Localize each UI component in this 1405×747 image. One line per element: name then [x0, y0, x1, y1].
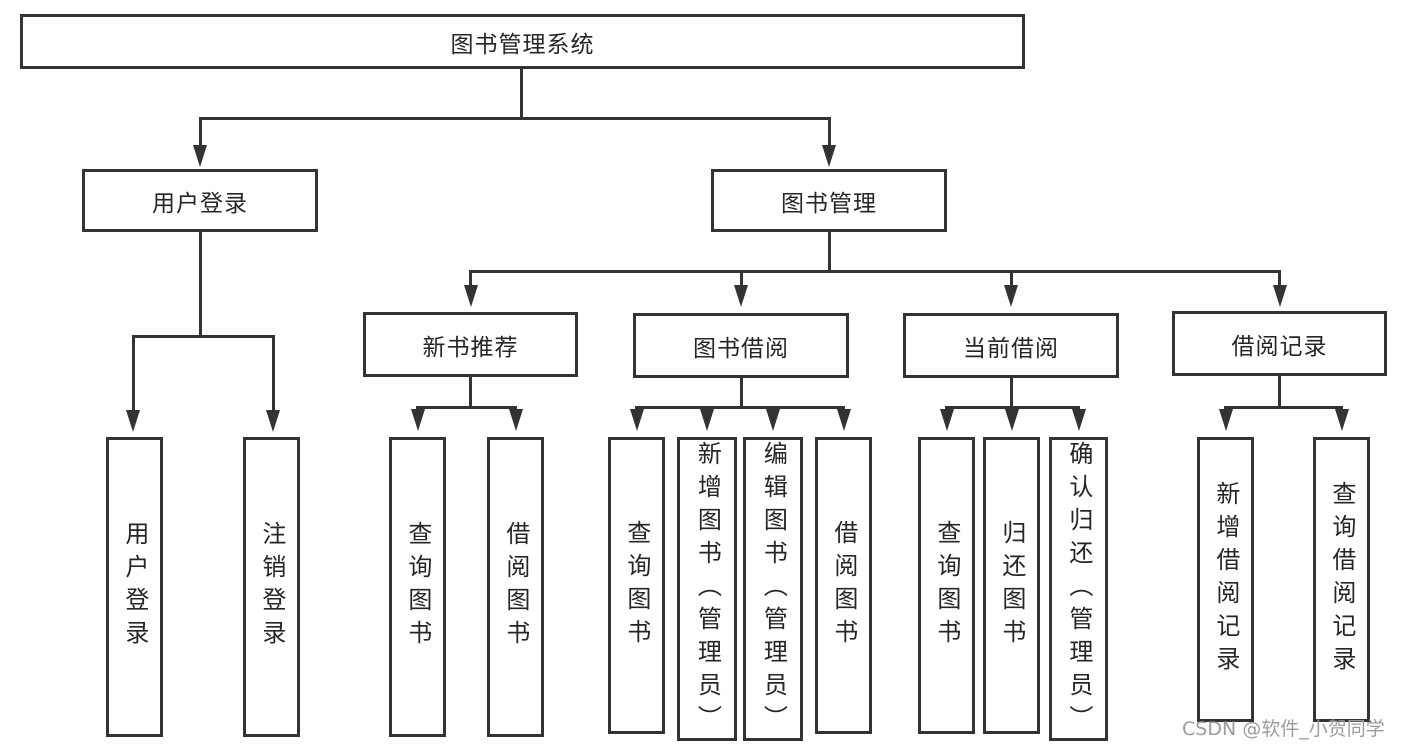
arrow-down-icon — [822, 145, 836, 167]
arrow-down-icon — [410, 409, 425, 431]
node-add-borrow-record: 新增借阅记录 — [1197, 437, 1254, 722]
node-book-borrow: 图书借阅 — [633, 313, 849, 378]
edge-records-split — [1224, 406, 1343, 409]
node-book-management: 图书管理 — [711, 169, 947, 232]
arrow-down-icon — [1071, 409, 1086, 431]
node-query-books-recommend: 查询图书 — [389, 437, 446, 737]
arrow-down-icon — [1218, 409, 1233, 431]
arrow-down-icon — [939, 409, 954, 431]
arrow-down-icon — [463, 285, 478, 307]
arrow-down-icon — [126, 410, 140, 432]
node-query-books-borrow: 查询图书 — [608, 437, 665, 734]
node-query-books-current: 查询图书 — [918, 437, 975, 734]
arrow-down-icon — [766, 409, 780, 431]
node-logout: 注销登录 — [243, 437, 300, 737]
edge-borrow-stem — [739, 377, 743, 408]
arrow-down-icon — [700, 409, 714, 431]
node-query-borrow-record: 查询借阅记录 — [1313, 437, 1370, 722]
node-borrow-records: 借阅记录 — [1172, 311, 1387, 376]
edge-recommend-split — [416, 406, 517, 409]
edge-to-logout — [271, 335, 275, 413]
node-edit-book-admin: 编辑图书（管理员） — [743, 437, 803, 741]
edge-to-login — [131, 335, 135, 413]
node-confirm-return-admin: 确认归还（管理员） — [1049, 437, 1108, 741]
edge-recommend-stem — [469, 375, 472, 408]
edge-borrow-split — [635, 406, 845, 409]
node-login: 用户登录 — [106, 437, 163, 737]
arrow-down-icon — [193, 145, 207, 167]
edge-records-stem — [1278, 374, 1281, 408]
arrow-down-icon — [1334, 409, 1349, 431]
edge-to-borrow-records — [1278, 270, 1281, 288]
node-borrow-books-borrow: 借阅图书 — [815, 437, 872, 734]
arrow-down-icon — [266, 410, 280, 432]
node-user-login: 用户登录 — [82, 169, 318, 232]
node-return-books: 归还图书 — [983, 437, 1040, 734]
arrow-down-icon — [508, 409, 523, 431]
edge-current-split — [945, 406, 1080, 409]
edge-to-book-borrow — [739, 270, 743, 288]
arrow-down-icon — [629, 409, 644, 431]
arrow-down-icon — [1272, 285, 1287, 307]
edge-to-book-management — [827, 117, 831, 149]
edge-to-current-borrow — [1009, 270, 1013, 288]
edge-to-recommend — [469, 270, 472, 288]
node-borrow-books-recommend: 借阅图书 — [487, 437, 544, 737]
edge-mgmt-split — [469, 270, 1281, 273]
watermark: CSDN @软件_小贺同学 — [1182, 718, 1385, 740]
arrow-down-icon — [1004, 285, 1018, 307]
arrow-down-icon — [734, 285, 748, 307]
arrow-down-icon — [836, 409, 851, 431]
arrow-down-icon — [1004, 409, 1019, 431]
edge-user-stem — [198, 232, 202, 337]
node-current-borrow: 当前借阅 — [903, 313, 1119, 378]
node-add-book-admin: 新增图书（管理员） — [677, 437, 737, 741]
node-root: 图书管理系统 — [20, 14, 1025, 69]
edge-mgmt-stem — [827, 232, 831, 273]
edge-root-split — [198, 117, 831, 120]
edge-user-split — [131, 335, 275, 338]
edge-root-stem — [519, 69, 523, 119]
edge-current-stem — [1009, 377, 1013, 408]
edge-to-user-login — [198, 117, 202, 149]
node-new-book-recommend: 新书推荐 — [363, 312, 578, 377]
